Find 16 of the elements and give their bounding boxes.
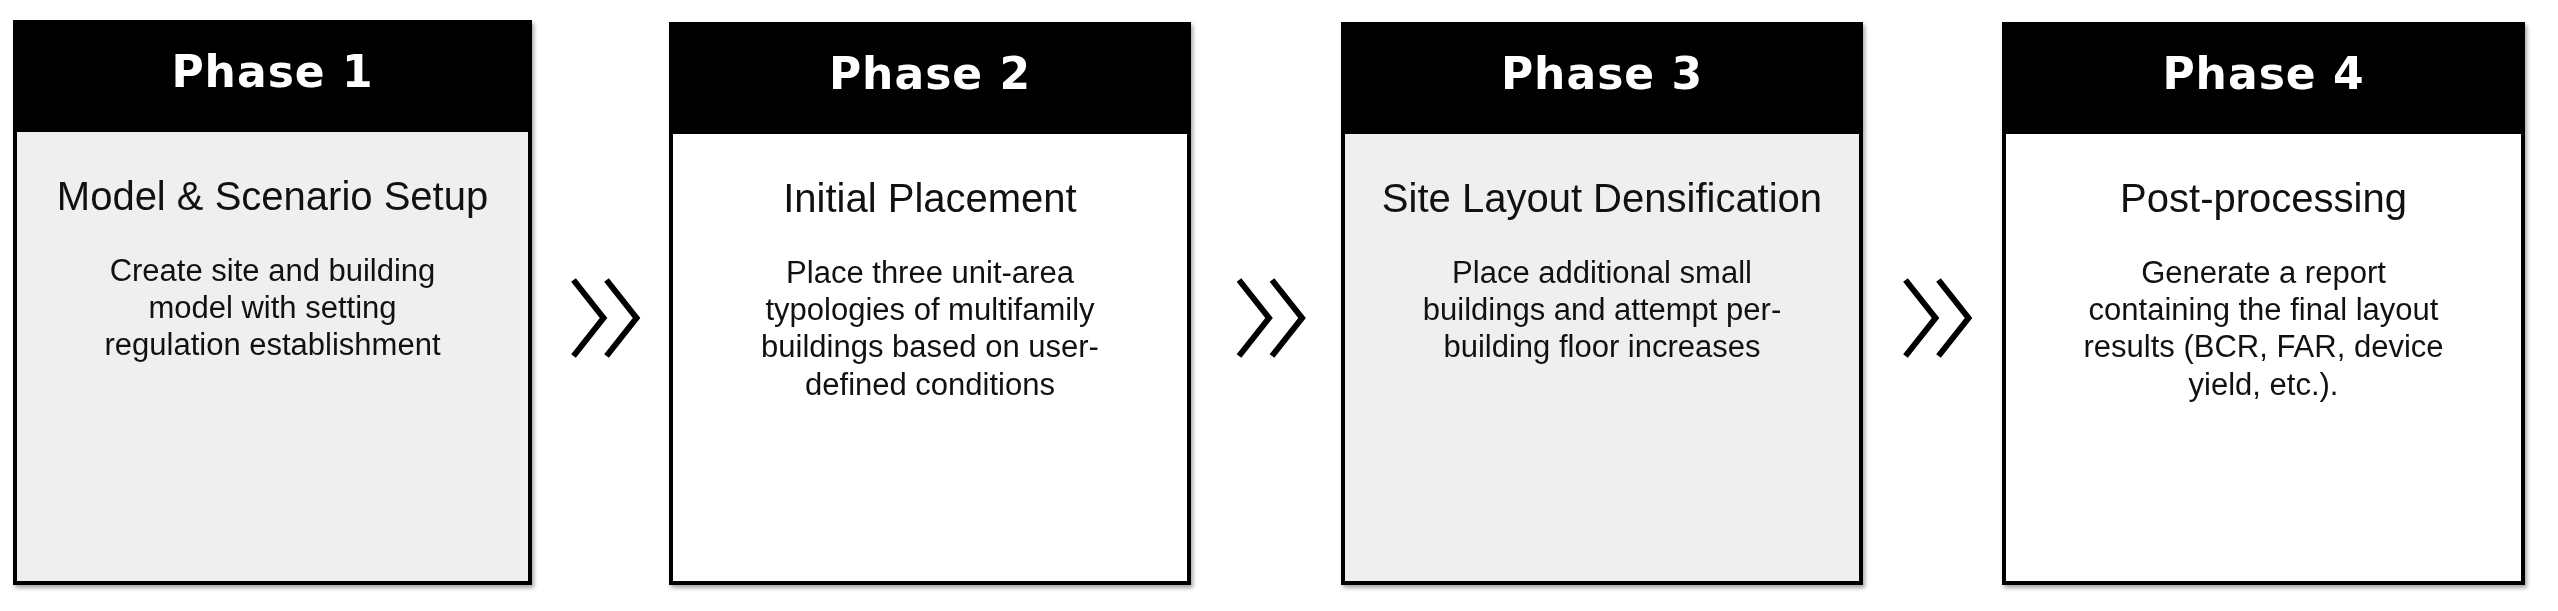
phase-title: Model & Scenario Setup	[55, 174, 490, 219]
phase-heading: Phase 3	[1499, 48, 1705, 99]
phase-heading: Phase 2	[827, 48, 1033, 99]
phase-heading: Phase 1	[170, 46, 375, 97]
phase-title: Site Layout Densification	[1380, 176, 1824, 221]
phase-title: Post-processing	[2119, 176, 2408, 221]
phase-card	[1341, 22, 1863, 585]
phase-description: Place three unit-area typologies of multifamily buildings based on user-defined conditions	[760, 254, 1100, 403]
phase-card	[2002, 22, 2525, 585]
phase-title: Initial Placement	[782, 176, 1078, 221]
phase-description: Generate a report containing the final layout results (BCR, FAR, device yield, etc.).	[2082, 254, 2445, 403]
phase-heading: Phase 4	[2161, 48, 2366, 99]
phase-description: Place additional small buildings and attempt per-building floor increases	[1421, 254, 1783, 366]
phase-card	[669, 22, 1191, 585]
phase-card	[13, 20, 532, 585]
phase-description: Create site and building model with setting regulation establishment	[103, 252, 442, 364]
